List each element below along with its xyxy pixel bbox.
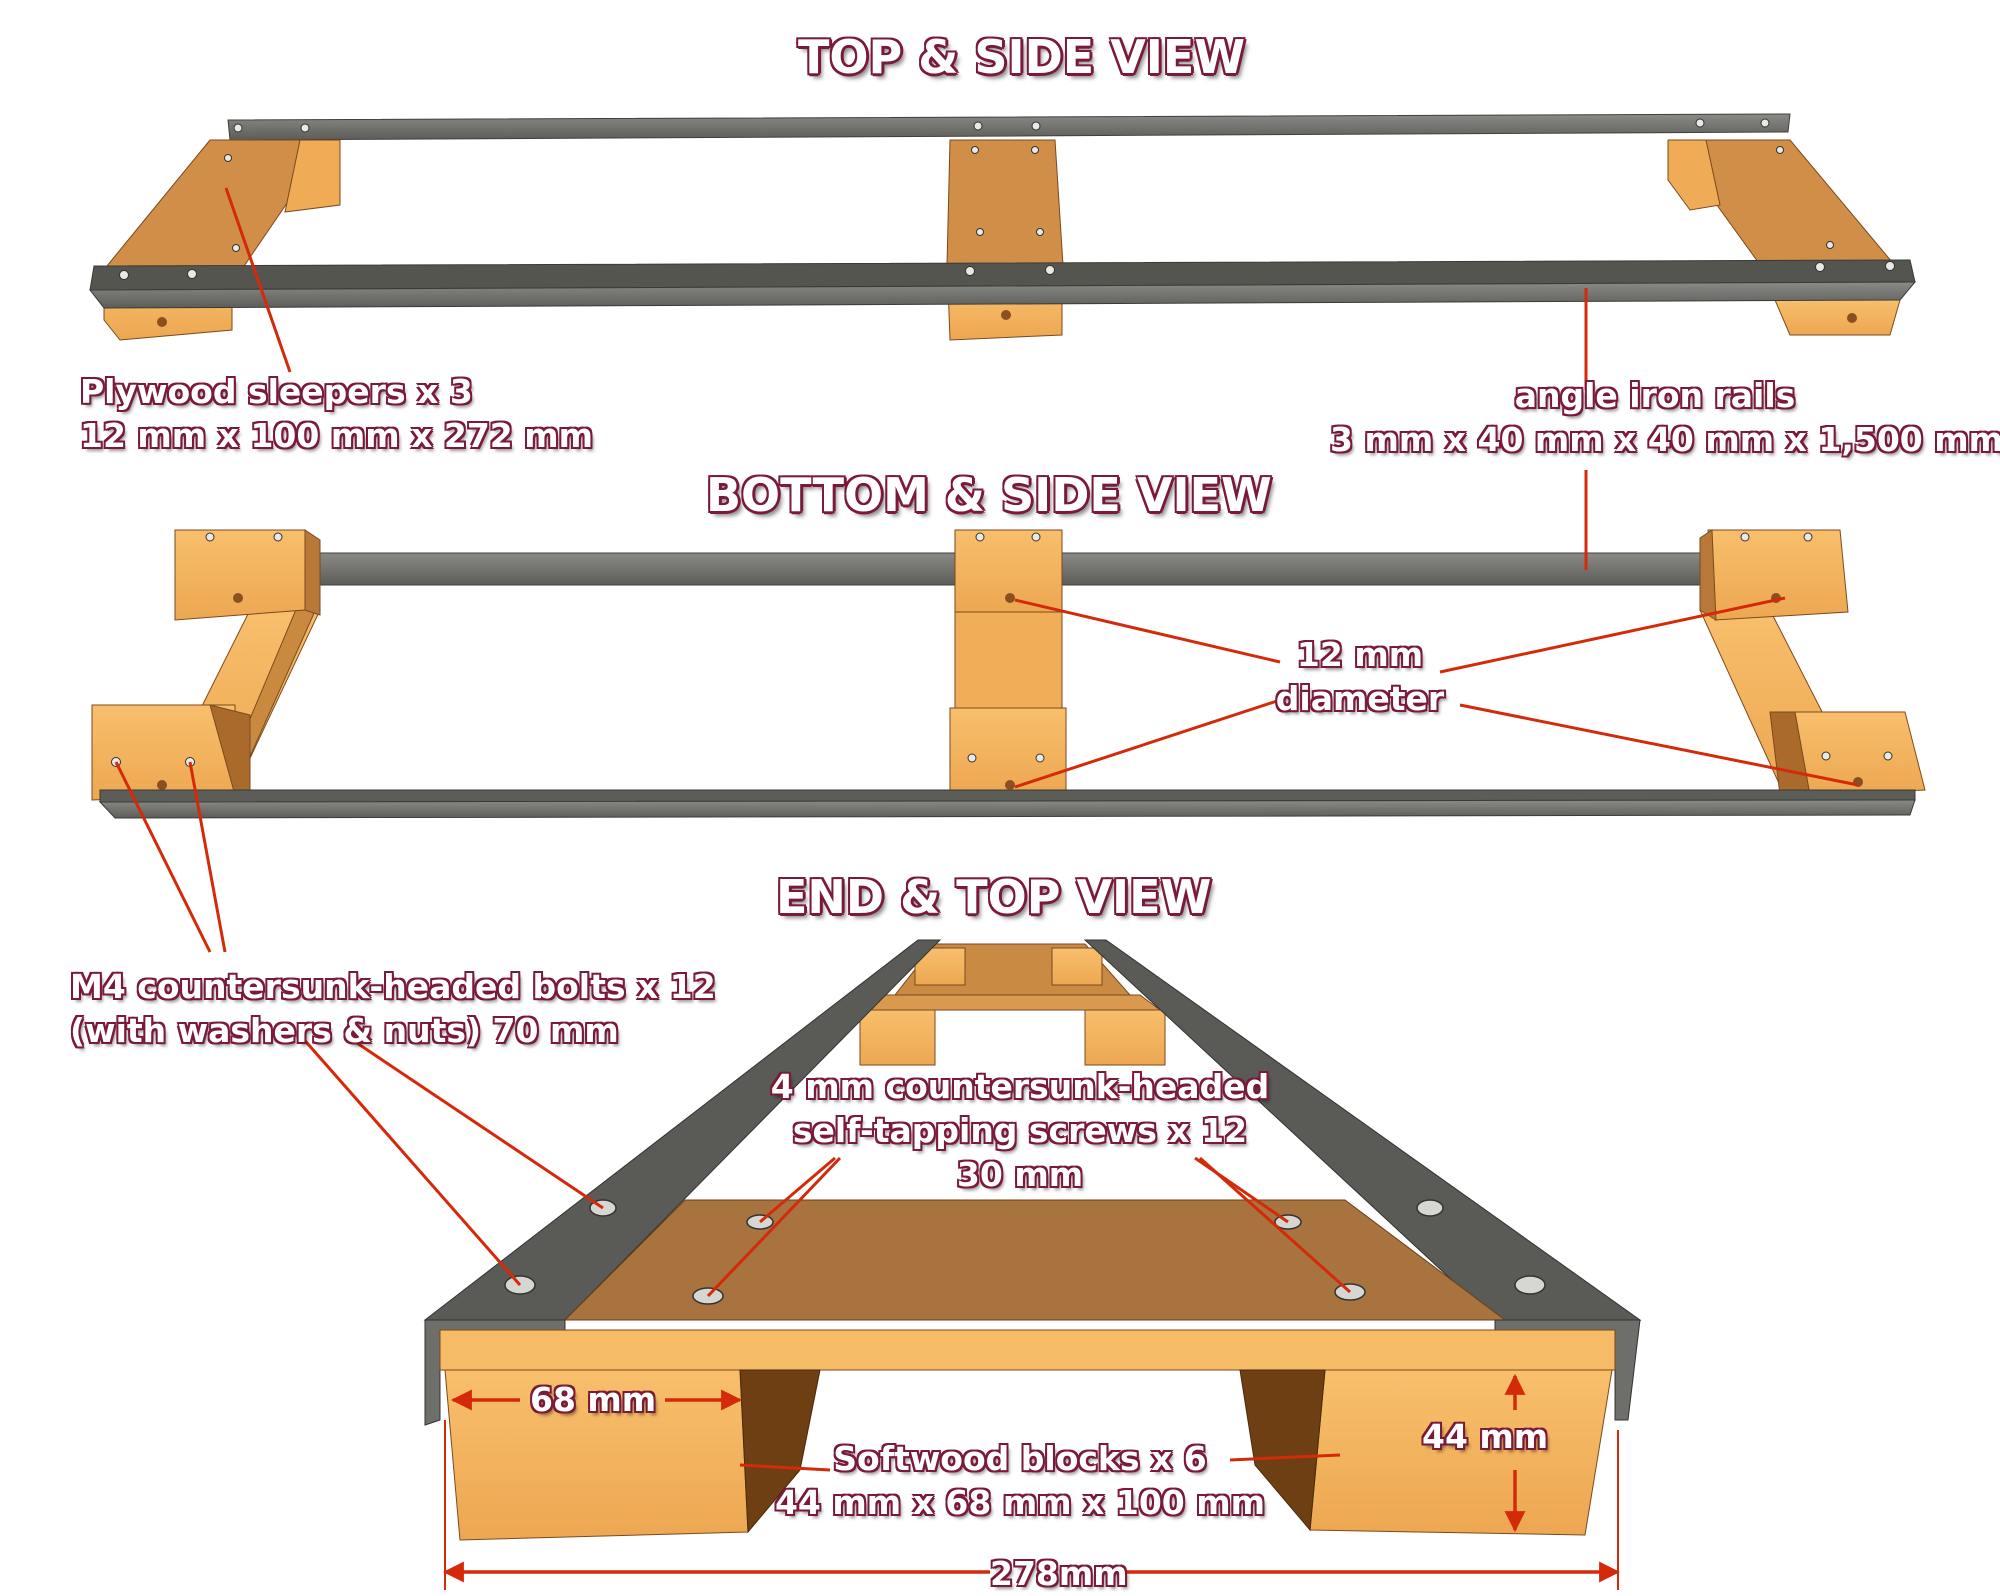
far-blocks (914, 947, 966, 986)
angle-iron-rails-label: angle iron rails 3 mm x 40 mm x 40 mm x … (1330, 374, 2000, 462)
right-block-back (1667, 139, 1721, 211)
heading-top-side: TOP & SIDE VIEW (798, 30, 1246, 84)
middle-blocks-right (1084, 1009, 1166, 1066)
diameter-line-2: diameter (1275, 679, 1445, 718)
leader-lines (114, 187, 1859, 1472)
near-block-left-inner (739, 1369, 821, 1534)
rails-line-2: 3 mm x 40 mm x 40 mm x 1,500 mm (1330, 420, 2000, 459)
top-holes (157, 310, 1857, 327)
plywood-line-2: 12 mm x 100 mm x 272 mm (80, 416, 593, 455)
screws-line-3: 30 mm (956, 1155, 1084, 1194)
bottom-front-rail-side (98, 799, 1916, 819)
left-block-back (284, 139, 341, 213)
bolts-line-1: M4 countersunk-headed bolts x 12 (70, 967, 716, 1006)
block-height-label: 44 mm (1422, 1417, 1549, 1456)
rails-line-1: angle iron rails (1514, 376, 1796, 415)
far-blocks-2 (1051, 947, 1103, 986)
bolts-line-2: (with washers & nuts) 70 mm (70, 1011, 619, 1050)
bottom-left-back-block-side (304, 529, 321, 616)
end-top-view (423, 939, 1642, 1541)
m4-bolts-label: M4 countersunk-headed bolts x 12 (with w… (70, 965, 716, 1053)
bottom-right-back-block-side (1699, 529, 1717, 621)
softwood-blocks-label: Softwood blocks x 6 44 mm x 68 mm x 100 … (760, 1437, 1280, 1525)
self-tapping-screws-label: 4 mm countersunk-headed self-tapping scr… (740, 1065, 1300, 1197)
heading-bottom-side: BOTTOM & SIDE VIEW (706, 468, 1272, 522)
top-bolts (119, 118, 1895, 280)
plywood-line-1: Plywood sleepers x 3 (80, 372, 473, 411)
right-block-front (1774, 299, 1901, 336)
middle-blocks-left (859, 1009, 936, 1066)
near-sleeper-front (439, 1329, 1616, 1371)
diameter-line-1: 12 mm (1296, 635, 1424, 674)
near-block-right-inner (1239, 1369, 1326, 1532)
front-rail-side (88, 281, 1917, 309)
total-width-label: 278mm (990, 1554, 1128, 1593)
back-rail (227, 113, 1791, 141)
heading-end-top: END & TOP VIEW (776, 870, 1212, 924)
middle-sleeper-end (863, 994, 1162, 1011)
bottom-middle-sleeper (954, 611, 1063, 711)
screws-line-1: 4 mm countersunk-headed (770, 1067, 1270, 1106)
bottom-right-back-block (1707, 529, 1849, 621)
softwood-line-2: 44 mm x 68 mm x 100 mm (774, 1483, 1266, 1522)
top-side-view (88, 113, 1917, 341)
middle-sleeper-top (946, 139, 1064, 266)
block-width-label: 68 mm (530, 1380, 657, 1419)
bottom-left-back-block (174, 529, 306, 621)
softwood-line-1: Softwood blocks x 6 (833, 1439, 1207, 1478)
plywood-sleepers-label: Plywood sleepers x 3 12 mm x 100 mm x 27… (80, 370, 593, 458)
diameter-label: 12 mm diameter (1240, 633, 1480, 721)
dimension-arrows (442, 1373, 1621, 1590)
screws-line-2: self-tapping screws x 12 (792, 1111, 1248, 1150)
bottom-side-view (91, 529, 1926, 819)
